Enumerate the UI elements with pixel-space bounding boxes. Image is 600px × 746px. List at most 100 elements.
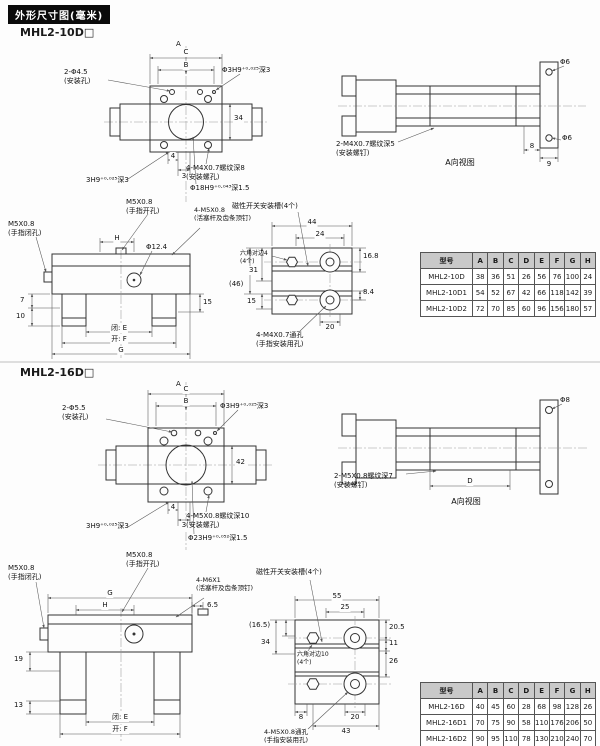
- table-cell: 98: [548, 698, 566, 715]
- through-hole-label: 4-M4X0.7通孔(手指安装用孔): [256, 331, 303, 349]
- slot-label: 3H9⁺⁰·⁰²⁵深3: [86, 176, 129, 184]
- dim-34-label: 34: [260, 638, 271, 648]
- label-line: 4-M5X0.8螺纹深10: [186, 512, 250, 520]
- table-cell: 176: [548, 714, 566, 731]
- dim-h-label: H: [101, 601, 109, 611]
- dim-11-label: 11: [389, 639, 398, 647]
- dim-65-label: 6.5: [207, 601, 219, 609]
- s1-side-view: [338, 61, 586, 162]
- view-direction-a-label: A: [176, 380, 181, 388]
- table-cell: 28: [518, 698, 535, 715]
- label-line: 2-M4X0.7螺纹深5: [336, 140, 395, 148]
- label-line: 4-M5X0.8通孔: [264, 728, 309, 736]
- dim-3-label: 3: [180, 172, 188, 182]
- closed-e-label: 闭: E: [109, 324, 129, 334]
- label-line: 2-Φ4.5: [64, 68, 88, 76]
- label-line: (手指安装用孔): [264, 736, 309, 745]
- table-cell: MHL2-16D2: [420, 730, 473, 746]
- dim-84-label: 8.4: [363, 288, 375, 296]
- table-cell: 142: [564, 284, 581, 301]
- through-hole-label: 4-M5X0.8通孔(手指安装用孔): [264, 728, 308, 745]
- table-cell: 210: [548, 730, 566, 746]
- s1-plan-view: [104, 46, 268, 202]
- table-header-cell: B: [487, 682, 504, 699]
- table-cell: 130: [533, 730, 550, 746]
- table-header-cell: 型号: [420, 252, 473, 269]
- table-cell: 50: [579, 714, 597, 731]
- table-cell: 56: [533, 268, 550, 285]
- dim-7-label: 7: [20, 296, 25, 304]
- table-header-cell: F: [548, 682, 566, 699]
- table-cell: 26: [518, 268, 535, 285]
- s2-side-view: [338, 399, 588, 495]
- label-line: M5X0.8: [8, 220, 35, 228]
- table-header-cell: G: [564, 682, 581, 699]
- table-header-cell: C: [502, 682, 520, 699]
- s2-front-view: [26, 567, 209, 742]
- label-line: (活塞杆及齿条顶钉): [194, 214, 252, 223]
- table-cell: 70: [579, 730, 597, 746]
- table-header-cell: 型号: [420, 682, 473, 699]
- phi6-bottom-label: Φ6: [562, 134, 572, 142]
- label-line: (安装螺孔): [186, 173, 220, 182]
- dim-4-label: 4: [169, 503, 177, 513]
- label-line: M5X0.8: [8, 564, 35, 572]
- table-cell: 96: [533, 300, 550, 317]
- dim-h-label: H: [113, 234, 121, 244]
- table-cell: 118: [548, 284, 566, 301]
- dim-g-label: G: [106, 589, 114, 599]
- table-cell: 57: [579, 300, 597, 317]
- table-cell: 67: [502, 284, 520, 301]
- table-cell: 95: [487, 730, 504, 746]
- open-f-label: 开: F: [110, 335, 128, 345]
- label-line: M5X0.8: [126, 198, 153, 206]
- dim-d-label: D: [466, 477, 474, 487]
- table-cell: 38: [471, 268, 489, 285]
- table-cell: 72: [471, 300, 489, 317]
- label-line: 4-M5X0.8: [194, 206, 226, 214]
- table-header-cell: E: [533, 252, 550, 269]
- page-title: 外形尺寸图(毫米): [8, 5, 111, 24]
- finger-close-port-label: M5X0.8(手指闭孔): [8, 564, 41, 582]
- table-cell: 51: [502, 268, 520, 285]
- table-cell: MHL2-16D1: [420, 714, 473, 731]
- mounting-screw-label: 2-M5X0.8螺纹深7(安装螺钉): [334, 472, 393, 490]
- label-line: (手指开孔): [126, 560, 160, 569]
- dim-25-label: 25: [339, 603, 351, 613]
- label-line: 4-M4X0.7螺纹深8: [186, 164, 245, 172]
- view-direction-a-label: A: [176, 40, 181, 48]
- table-cell: 110: [502, 730, 520, 746]
- view-a-label: A向视图: [445, 158, 475, 167]
- table-header-cell: A: [471, 682, 489, 699]
- dim-205-label: 20.5: [389, 623, 405, 631]
- label-line: 六角对边10: [297, 651, 329, 658]
- label-line: (安装螺钉): [336, 149, 370, 158]
- phi8-label: Φ8: [560, 396, 570, 404]
- table-header-cell: D: [518, 682, 535, 699]
- table-header-cell: H: [579, 682, 597, 699]
- finger-close-port-label: M5X0.8(手指闭孔): [8, 220, 41, 238]
- phi6-top-label: Φ6: [560, 58, 570, 66]
- label-line: 4-M6X1: [196, 576, 221, 584]
- piston-rod-label: 4-M6X1(活塞杆及齿条顶钉): [196, 576, 260, 593]
- dim-34-label: 34: [233, 114, 244, 124]
- thread-holes-label: 4-M4X0.7螺纹深8(安装螺孔): [186, 164, 245, 182]
- dim-4-label: 4: [169, 152, 177, 162]
- table-cell: 180: [564, 300, 581, 317]
- table-cell: 26: [579, 698, 597, 715]
- label-line: 2-Φ5.5: [62, 404, 86, 412]
- dim-15-label: 15: [203, 298, 212, 306]
- open-f-label: 开: F: [111, 725, 129, 735]
- switch-groove-label: 磁性开关安装槽(4个): [256, 568, 322, 576]
- dim-43-label: 43: [340, 727, 352, 737]
- label-line: M5X0.8: [126, 551, 153, 559]
- table-header-cell: F: [548, 252, 566, 269]
- table-cell: 90: [502, 714, 520, 731]
- mounting-hole-label: 2-Φ4.5(安装孔): [64, 68, 90, 86]
